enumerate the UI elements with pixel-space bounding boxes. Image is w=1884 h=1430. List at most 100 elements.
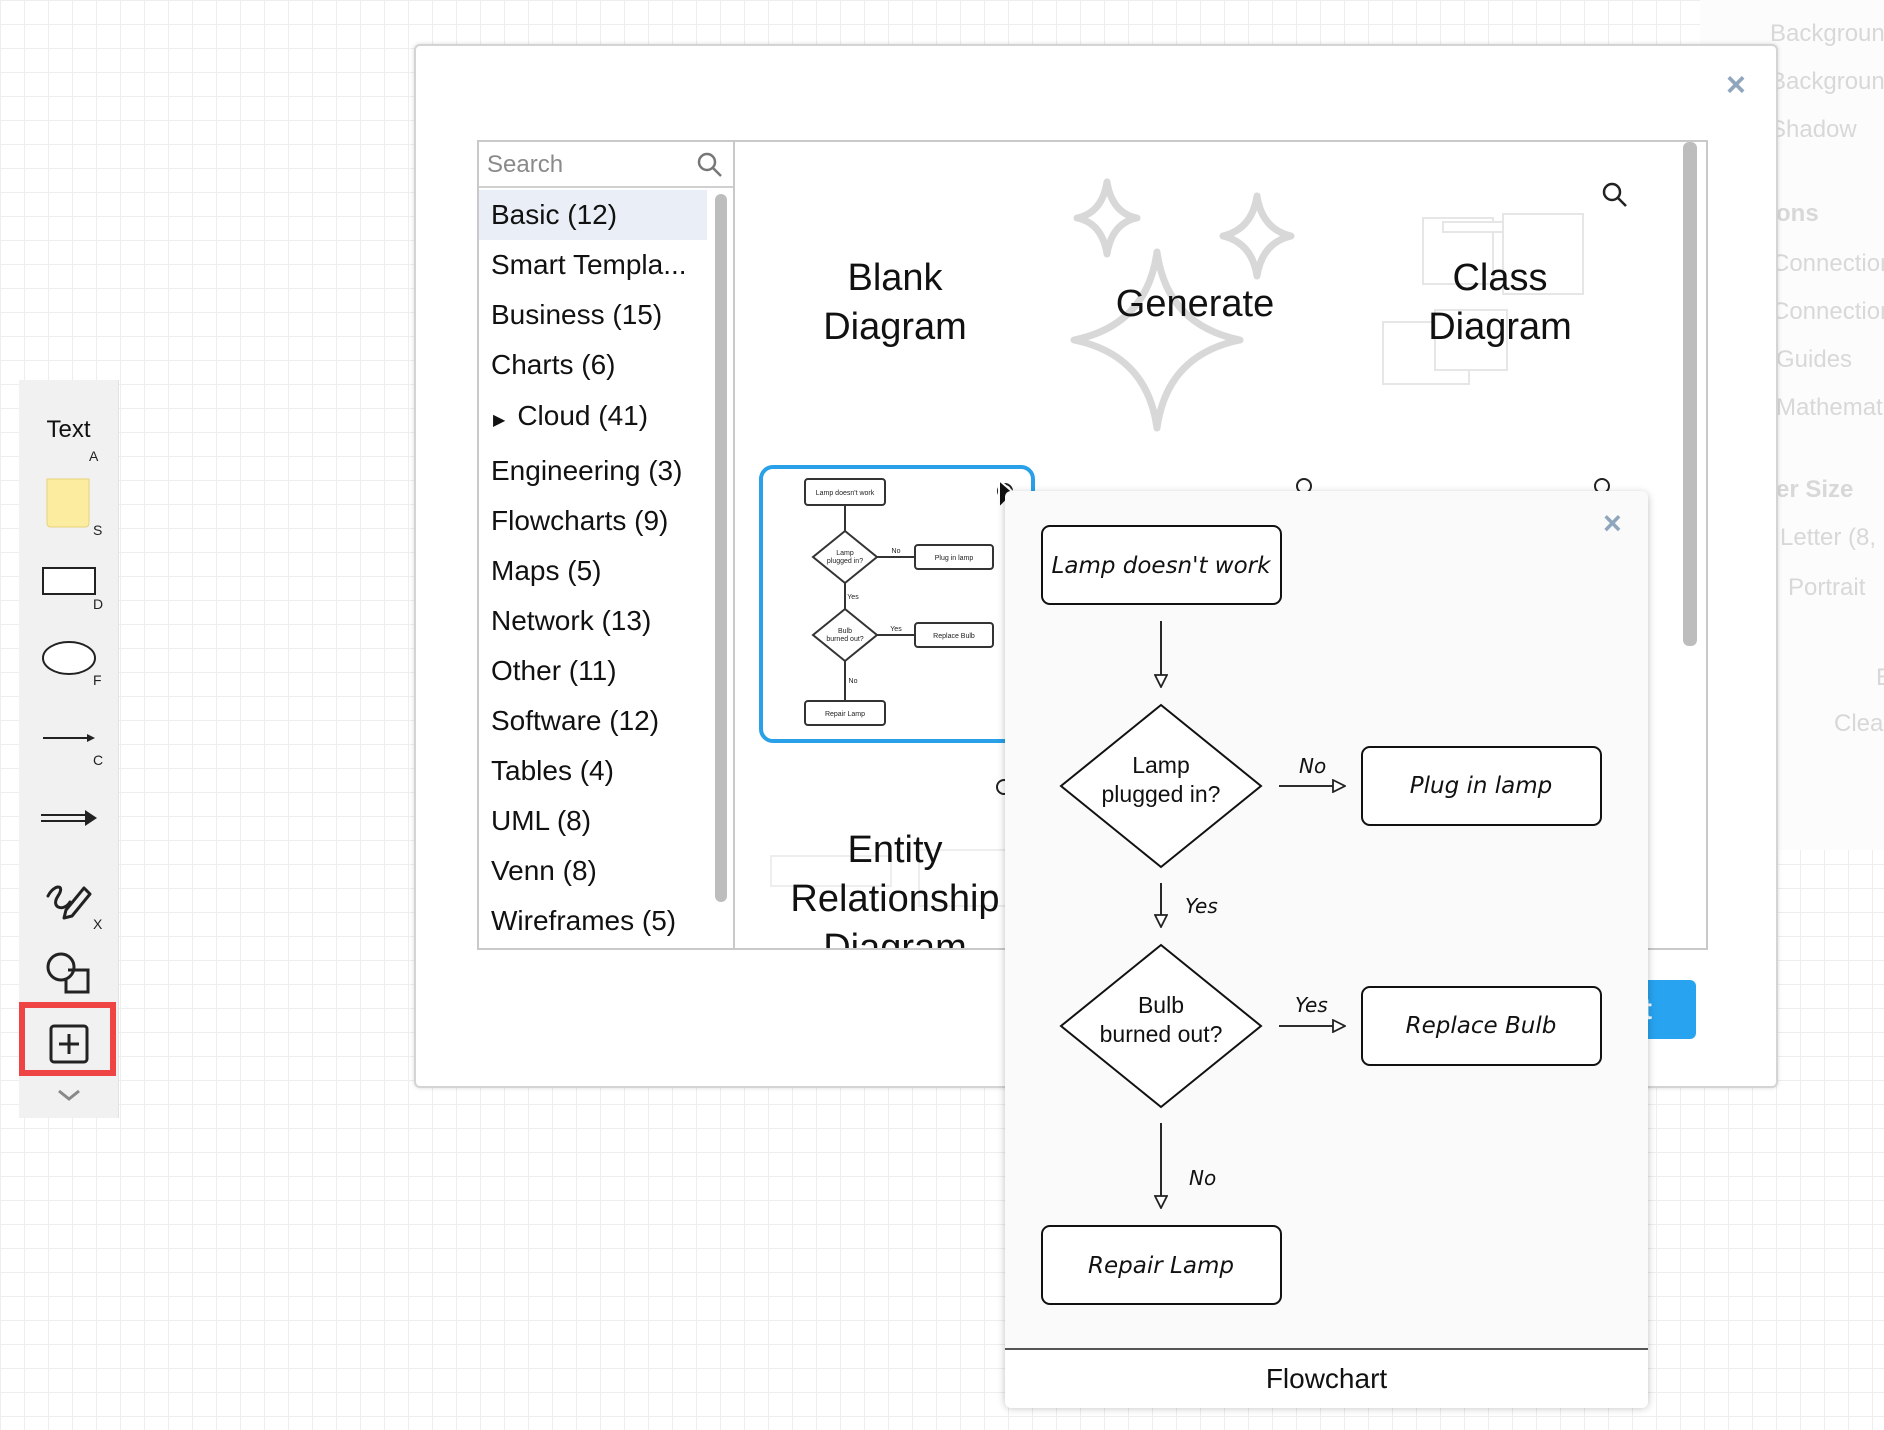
toolbar-more[interactable] <box>19 1078 118 1112</box>
category-item[interactable]: Smart Templa... <box>479 240 707 290</box>
category-item[interactable]: Tables (4) <box>479 746 707 796</box>
text-tool[interactable]: Text A <box>19 400 118 464</box>
format-item[interactable]: Shadow <box>1770 116 1857 143</box>
selected-tool-highlight <box>19 1002 116 1076</box>
preview-close-icon[interactable]: × <box>1603 505 1622 541</box>
category-item[interactable]: Wireframes (5) <box>479 896 707 946</box>
chevron-down-icon <box>57 1089 80 1101</box>
category-item[interactable]: Engineering (3) <box>479 446 707 496</box>
category-panel: Basic (12) Smart Templa... Business (15) Ch… <box>477 140 735 950</box>
search-input[interactable] <box>485 148 689 182</box>
category-label: Basic (12) <box>491 199 618 230</box>
flowchart-thumbnail: Lamp doesn't work Lamp plugged in? Plug … <box>804 478 1013 726</box>
node-decision-1-label: plugged in? <box>1102 781 1221 807</box>
thumb-label: burned out? <box>826 636 863 643</box>
category-item[interactable]: Network (13) <box>479 596 707 646</box>
edge-label: Yes <box>1185 894 1218 918</box>
category-item[interactable]: Business (15) <box>479 290 707 340</box>
erd-thumbnail <box>770 849 1016 907</box>
category-item[interactable]: Flowcharts (9) <box>479 496 707 546</box>
arrow-tool[interactable] <box>19 786 118 850</box>
category-label: Venn (8) <box>491 855 597 886</box>
format-item[interactable]: Mathematic <box>1776 394 1884 421</box>
shortcut-key: A <box>89 448 99 464</box>
class-diagram-thumbnail <box>1382 213 1584 385</box>
node-decision-2-label: burned out? <box>1100 1021 1223 1047</box>
category-label: Business (15) <box>491 299 663 330</box>
category-item[interactable]: Software (12) <box>479 696 707 746</box>
node-decision-1 <box>1059 703 1263 869</box>
search-icon[interactable] <box>697 152 723 178</box>
format-item[interactable]: Background <box>1770 20 1884 47</box>
thumb-label: Lamp doesn't work <box>816 490 875 497</box>
edge-label: Yes <box>1295 993 1328 1017</box>
node-plug-label: Plug in lamp <box>1410 773 1553 799</box>
thumb-label: No <box>849 678 858 685</box>
node-repair-label: Repair Lamp <box>1088 1253 1234 1279</box>
shortcut-key: D <box>93 596 104 612</box>
node-start <box>1041 525 1282 605</box>
template-scrollbar[interactable] <box>1683 142 1697 646</box>
format-item[interactable]: Clea <box>1834 710 1884 737</box>
shortcut-key: S <box>93 522 103 538</box>
category-item[interactable]: Venn (8) <box>479 846 707 896</box>
thumb-label: Bulb <box>838 628 852 635</box>
node-plug <box>1361 746 1602 826</box>
freehand-tool[interactable]: X <box>19 866 118 932</box>
insert-template-tool[interactable] <box>19 1012 118 1076</box>
paper-size-select[interactable]: Letter (8, <box>1780 524 1877 551</box>
category-item[interactable]: Maps (5) <box>479 546 707 596</box>
thumb-label: Yes <box>890 626 902 633</box>
category-item[interactable]: UML (8) <box>479 796 707 846</box>
node-repair <box>1041 1225 1282 1305</box>
text-tool-label: Text <box>46 416 91 443</box>
node-start-label: Lamp doesn't work <box>1052 553 1273 579</box>
category-label: Other (11) <box>491 655 617 686</box>
rectangle-icon <box>41 567 96 595</box>
template-preview-popup: × Lamp doesn't work Lamp plugged in? P <box>1005 491 1648 1408</box>
thumb-label: Repair Lamp <box>825 711 865 718</box>
connector-line-icon <box>42 734 95 742</box>
shapes-toolbar: Text A S D F C X <box>19 380 119 1118</box>
flowchart-preview: Lamp doesn't work Lamp plugged in? Plug … <box>1041 525 1602 1305</box>
format-item[interactable]: Guides <box>1776 346 1853 373</box>
format-item[interactable]: Connection <box>1772 250 1884 277</box>
category-label: Flowcharts (9) <box>491 505 669 536</box>
ellipse-tool[interactable]: F <box>19 626 118 690</box>
template-generate[interactable]: Generate <box>1055 150 1335 440</box>
thumb-label: Lamp <box>836 550 854 557</box>
sticky-note-tool[interactable]: S <box>19 470 118 538</box>
dialog-close-icon[interactable]: × <box>1726 66 1746 104</box>
portrait-option[interactable]: Portrait <box>1788 574 1866 601</box>
format-item[interactable]: E <box>1876 664 1884 692</box>
category-scrollbar[interactable] <box>715 194 727 902</box>
node-decision-2 <box>1059 943 1263 1109</box>
template-flowchart[interactable]: Lamp doesn't work Lamp plugged in? Plug … <box>759 465 1035 743</box>
category-item[interactable]: Charts (6) <box>479 340 707 390</box>
rectangle-tool[interactable]: D <box>19 550 118 614</box>
line-tool[interactable]: C <box>19 706 118 770</box>
category-label: Wireframes (5) <box>491 905 677 936</box>
double-arrow-icon <box>40 810 97 826</box>
ellipse-icon <box>41 641 96 675</box>
zoom-preview-icon[interactable] <box>1600 180 1630 210</box>
category-label: Cloud (41) <box>517 400 649 431</box>
shortcut-key: X <box>93 916 103 932</box>
category-label: Tables (4) <box>491 755 614 786</box>
preview-title: Flowchart <box>1005 1348 1648 1408</box>
category-item[interactable]: ▶Cloud (41) <box>479 390 707 446</box>
category-label: Smart Templa... <box>491 249 687 280</box>
shapes-library-tool[interactable] <box>19 940 118 1006</box>
shortcut-key: C <box>93 752 104 768</box>
format-item[interactable]: Background <box>1770 68 1884 95</box>
sparkle-icon <box>1070 178 1295 432</box>
thumb-label: Plug in lamp <box>935 555 974 562</box>
category-item[interactable]: Basic (12) <box>479 190 707 240</box>
category-item[interactable]: Other (11) <box>479 646 707 696</box>
format-item[interactable]: Connection <box>1772 298 1884 325</box>
thumb-label: Replace Bulb <box>933 633 975 640</box>
